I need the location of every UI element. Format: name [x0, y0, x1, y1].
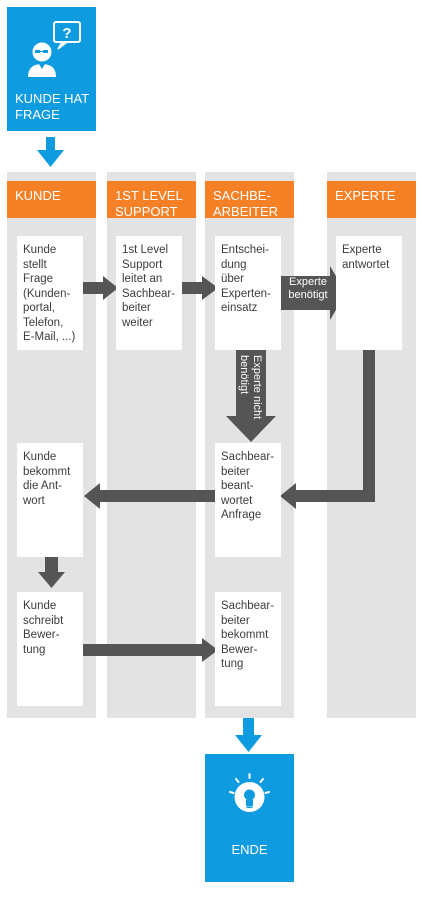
- step-sachbearbeiter-beantwortet: Sachbear- beiter beant- wortet Anfrage: [215, 443, 281, 557]
- arrow-to-experte: [279, 266, 346, 320]
- step-first-level-leitet: 1st Level Support leitet an Sachbear- be…: [116, 236, 182, 350]
- lane-header-experte: EXPERTE: [327, 181, 416, 218]
- step-entscheidung: Entschei- dung über Experten- einsatz: [215, 236, 281, 350]
- arrow-experte-nicht-benoetigt: [226, 350, 276, 442]
- customer-question-icon: ?: [28, 21, 81, 77]
- start-label: KUNDE HAT FRAGE: [15, 91, 90, 122]
- label-experte-benoetigt: Experte benötigt: [288, 276, 328, 301]
- arrow-sachbearbeiter-to-kunde: [84, 483, 220, 509]
- start-block: ? KUNDE HAT FRAGE: [7, 7, 96, 131]
- arrow-first-level-to-entscheidung: [180, 276, 218, 300]
- arrow-bewertung-to-sachbearbeiter: [82, 638, 218, 662]
- step-experte-antwortet: Experte antwortet: [336, 236, 402, 350]
- lane-header-sachbearbeiter: SACHBE- ARBEITER: [205, 181, 294, 219]
- svg-text:?: ?: [62, 25, 71, 42]
- arrow-kunde-bekommt-to-schreibt: [38, 556, 65, 588]
- step-kunde-stellt-frage: Kunde stellt Frage (Kunden- portal, Tele…: [17, 236, 83, 350]
- label-experte-nicht-benoetigt: Experte nicht benötigt: [238, 355, 263, 420]
- arrow-to-ende: [235, 718, 262, 752]
- end-block: ENDE: [205, 754, 294, 882]
- arrow-experte-to-sachbearbeiter: [280, 350, 375, 509]
- arrow-start-to-kunde: [37, 137, 64, 167]
- step-kunde-bekommt-antwort: Kunde bekommt die Ant- wort: [17, 443, 83, 557]
- lane-header-kunde: KUNDE: [7, 181, 96, 218]
- step-kunde-schreibt-bewertung: Kunde schreibt Bewer- tung: [17, 592, 83, 706]
- lane-header-first-level-support: 1ST LEVEL SUPPORT: [107, 181, 196, 219]
- end-label: ENDE: [231, 842, 268, 857]
- lightbulb-icon: [229, 773, 270, 812]
- step-sachbearbeiter-bekommt-bewertung: Sachbear- beiter bekommt Bewer- tung: [215, 592, 281, 706]
- arrow-kunde-to-first-level: [82, 276, 118, 300]
